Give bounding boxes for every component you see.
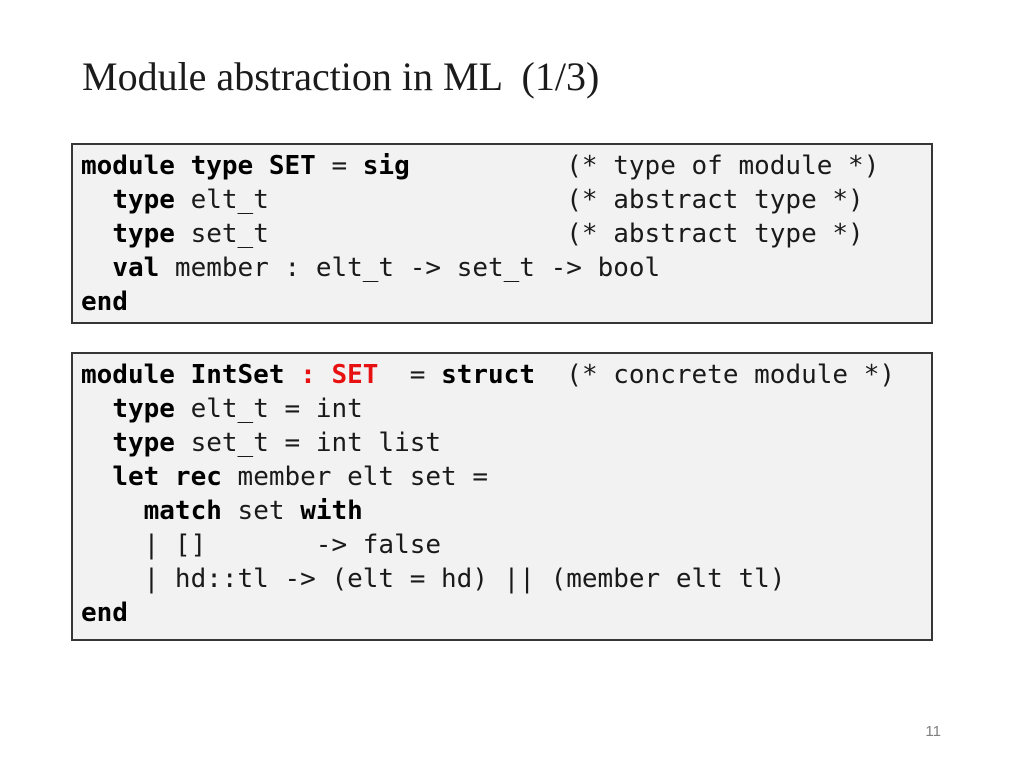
code-line: type set_t = int list (112, 428, 442, 458)
code-line: end (81, 287, 128, 317)
code-line: match set with (143, 496, 363, 526)
code-line: end (81, 598, 128, 628)
code-line: val member : elt_t -> set_t -> bool (112, 253, 661, 283)
code-line: | [] -> false (81, 530, 442, 560)
code-box-intset-struct: module IntSet : SET = struct (* concrete… (71, 352, 933, 641)
code-line: let rec member elt set = (112, 462, 488, 492)
code-line: module IntSet : SET = struct (* concrete… (81, 360, 896, 390)
code-line: type elt_t (* abstract type *) (112, 185, 864, 215)
code-box-set-signature: module type SET = sig (* type of module … (71, 143, 933, 324)
page-number: 11 (925, 723, 941, 740)
code-line: module type SET = sig (* type of module … (81, 151, 880, 181)
code-line: | hd::tl -> (elt = hd) || (member elt tl… (81, 564, 786, 594)
slide-title: Module abstraction in ML (1/3) (82, 54, 600, 99)
code-line: type set_t (* abstract type *) (112, 219, 864, 249)
code-line: type elt_t = int (112, 394, 363, 424)
